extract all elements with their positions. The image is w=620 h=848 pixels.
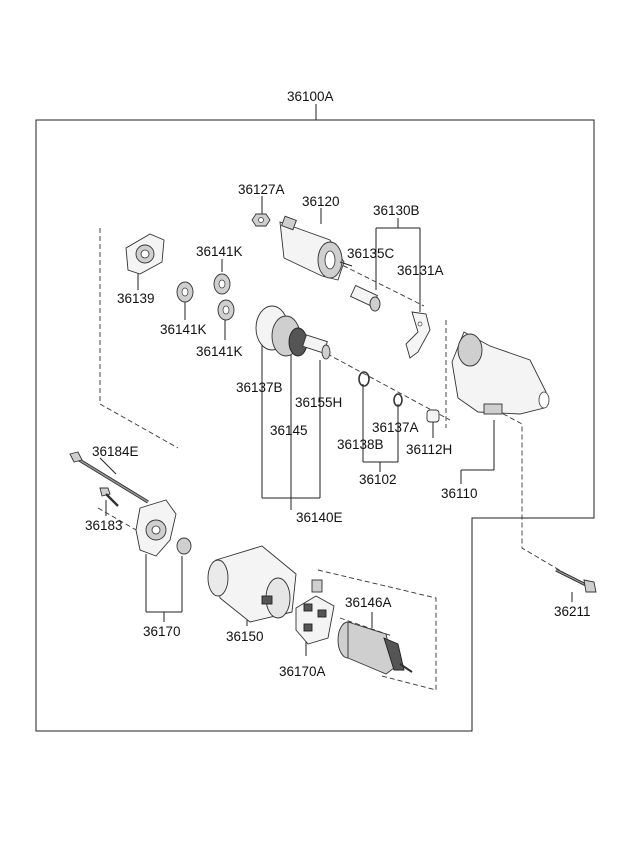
label-36146A: 36146A bbox=[345, 595, 392, 610]
label-36155H: 36155H bbox=[295, 395, 342, 410]
part-36139-cover bbox=[125, 233, 165, 275]
part-36131A-lever bbox=[405, 311, 431, 359]
part-36184E-bolt bbox=[69, 451, 149, 504]
label-36141K-left: 36141K bbox=[160, 322, 207, 337]
label-36135C: 36135C bbox=[347, 246, 395, 261]
part-36211-bolt bbox=[555, 568, 597, 593]
part-36135C-plunger bbox=[349, 284, 381, 312]
part-36141K-gear-b bbox=[176, 281, 194, 303]
label-36140E: 36140E bbox=[296, 510, 343, 525]
label-36138B: 36138B bbox=[337, 437, 384, 452]
part-36120-solenoid bbox=[279, 215, 353, 281]
label-36127A: 36127A bbox=[238, 182, 285, 197]
part-36137A-washer bbox=[393, 393, 403, 407]
assembly-boundary bbox=[35, 119, 595, 732]
label-assembly: 36100A bbox=[287, 89, 334, 104]
alignment-lines bbox=[97, 228, 567, 691]
label-36150: 36150 bbox=[226, 629, 264, 644]
label-36131A: 36131A bbox=[397, 263, 444, 278]
label-36137A: 36137A bbox=[372, 420, 419, 435]
part-36110-housing bbox=[451, 331, 550, 415]
part-36150-yoke bbox=[207, 545, 297, 623]
label-36170A: 36170A bbox=[279, 664, 326, 679]
label-36145: 36145 bbox=[270, 423, 308, 438]
label-36184E: 36184E bbox=[92, 444, 139, 459]
part-36141K-gear-c bbox=[217, 299, 235, 321]
label-36139: 36139 bbox=[117, 291, 155, 306]
label-36102: 36102 bbox=[359, 472, 397, 487]
label-36211: 36211 bbox=[554, 604, 591, 619]
label-36183: 36183 bbox=[85, 518, 123, 533]
label-36130B: 36130B bbox=[373, 203, 420, 218]
part-36146A-armature bbox=[337, 621, 413, 675]
label-36110: 36110 bbox=[441, 486, 478, 501]
part-36145-drive-assembly bbox=[255, 305, 331, 360]
label-36120: 36120 bbox=[302, 194, 340, 209]
part-36127A-nut bbox=[251, 213, 271, 227]
part-36170A-brush-holder bbox=[295, 579, 335, 645]
part-36155H-snap-ring bbox=[358, 371, 370, 387]
part-36170-end-frame bbox=[135, 499, 192, 557]
label-36170: 36170 bbox=[143, 624, 181, 639]
label-36141K-lower: 36141K bbox=[196, 344, 243, 359]
label-36112H: 36112H bbox=[406, 442, 452, 457]
part-36183-screw bbox=[99, 487, 119, 507]
part-36112H-bushing bbox=[426, 409, 440, 423]
part-labels: 36100A 36127A 36120 36130B 36141K 36135C… bbox=[85, 89, 591, 679]
part-36141K-gear-a bbox=[213, 273, 231, 295]
label-36137B: 36137B bbox=[236, 380, 283, 395]
label-36141K-top: 36141K bbox=[196, 244, 243, 259]
